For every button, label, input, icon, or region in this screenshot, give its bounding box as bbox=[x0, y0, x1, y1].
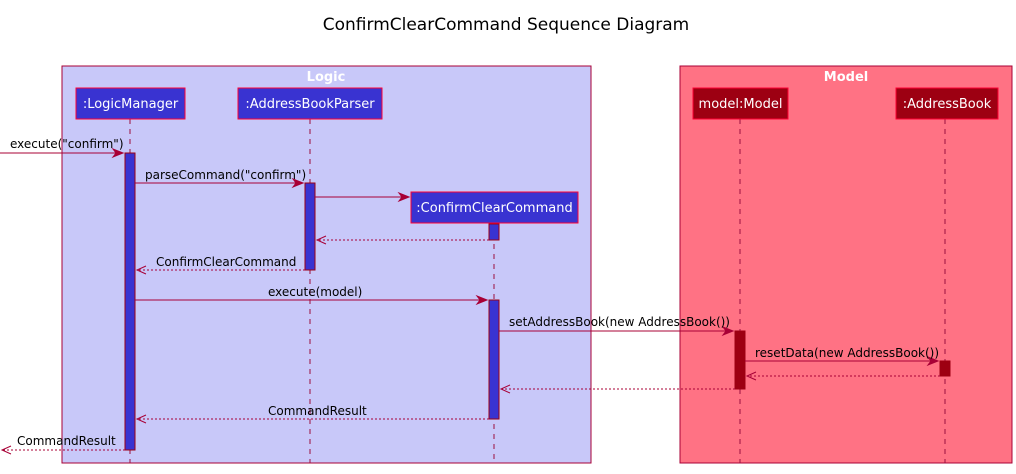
message-label: CommandResult bbox=[268, 404, 367, 418]
arrowhead-open bbox=[0, 445, 12, 455]
participant-address-book-box bbox=[895, 87, 999, 120]
arrowhead bbox=[926, 355, 940, 367]
message-label: setAddressBook(new AddressBook()) bbox=[509, 315, 730, 329]
activation-logic-manager bbox=[124, 152, 136, 451]
participant-confirm-clear-command-box bbox=[410, 191, 579, 224]
activation-address-book bbox=[939, 360, 951, 377]
participant-model-label: model:Model bbox=[699, 97, 783, 112]
arrowhead-open bbox=[745, 371, 757, 381]
activation-confirm-clear-command-create bbox=[488, 223, 500, 241]
diagram-title: ConfirmClearCommand Sequence Diagram bbox=[323, 15, 690, 35]
message-label: parseCommand("confirm") bbox=[145, 168, 306, 182]
participant-confirm-clear-command-label: :ConfirmClearCommand bbox=[416, 201, 572, 216]
message-label: resetData(new AddressBook()) bbox=[755, 346, 939, 360]
arrowhead-open bbox=[315, 235, 327, 245]
activation-model bbox=[734, 330, 746, 390]
arrowhead bbox=[475, 294, 489, 306]
logic-group-title: Logic bbox=[307, 70, 346, 85]
participant-model-box bbox=[692, 87, 789, 120]
message-label: execute("confirm") bbox=[10, 137, 124, 151]
participant-address-book-label: :AddressBook bbox=[903, 97, 992, 112]
arrowhead-open bbox=[135, 414, 147, 424]
participant-logic-manager-label: :LogicManager bbox=[83, 97, 179, 112]
participant-address-book-parser-label: :AddressBookParser bbox=[245, 97, 375, 112]
logic-group-box bbox=[61, 65, 592, 464]
arrowhead-open bbox=[499, 384, 511, 394]
activation-address-book-parser bbox=[304, 182, 316, 271]
arrowhead bbox=[291, 177, 305, 189]
model-group-title: Model bbox=[824, 70, 868, 85]
activation-confirm-clear-command-execute bbox=[488, 299, 500, 420]
arrowhead bbox=[721, 325, 735, 337]
arrowhead-open bbox=[135, 265, 147, 275]
message-label: ConfirmClearCommand bbox=[156, 255, 296, 269]
participant-address-book-parser-box bbox=[237, 87, 383, 120]
message-label: CommandResult bbox=[17, 434, 116, 448]
arrowhead bbox=[397, 191, 411, 203]
message-label: execute(model) bbox=[268, 285, 362, 299]
arrowhead bbox=[111, 147, 125, 159]
participant-logic-manager-box bbox=[75, 87, 186, 120]
model-group-box bbox=[679, 65, 1013, 464]
